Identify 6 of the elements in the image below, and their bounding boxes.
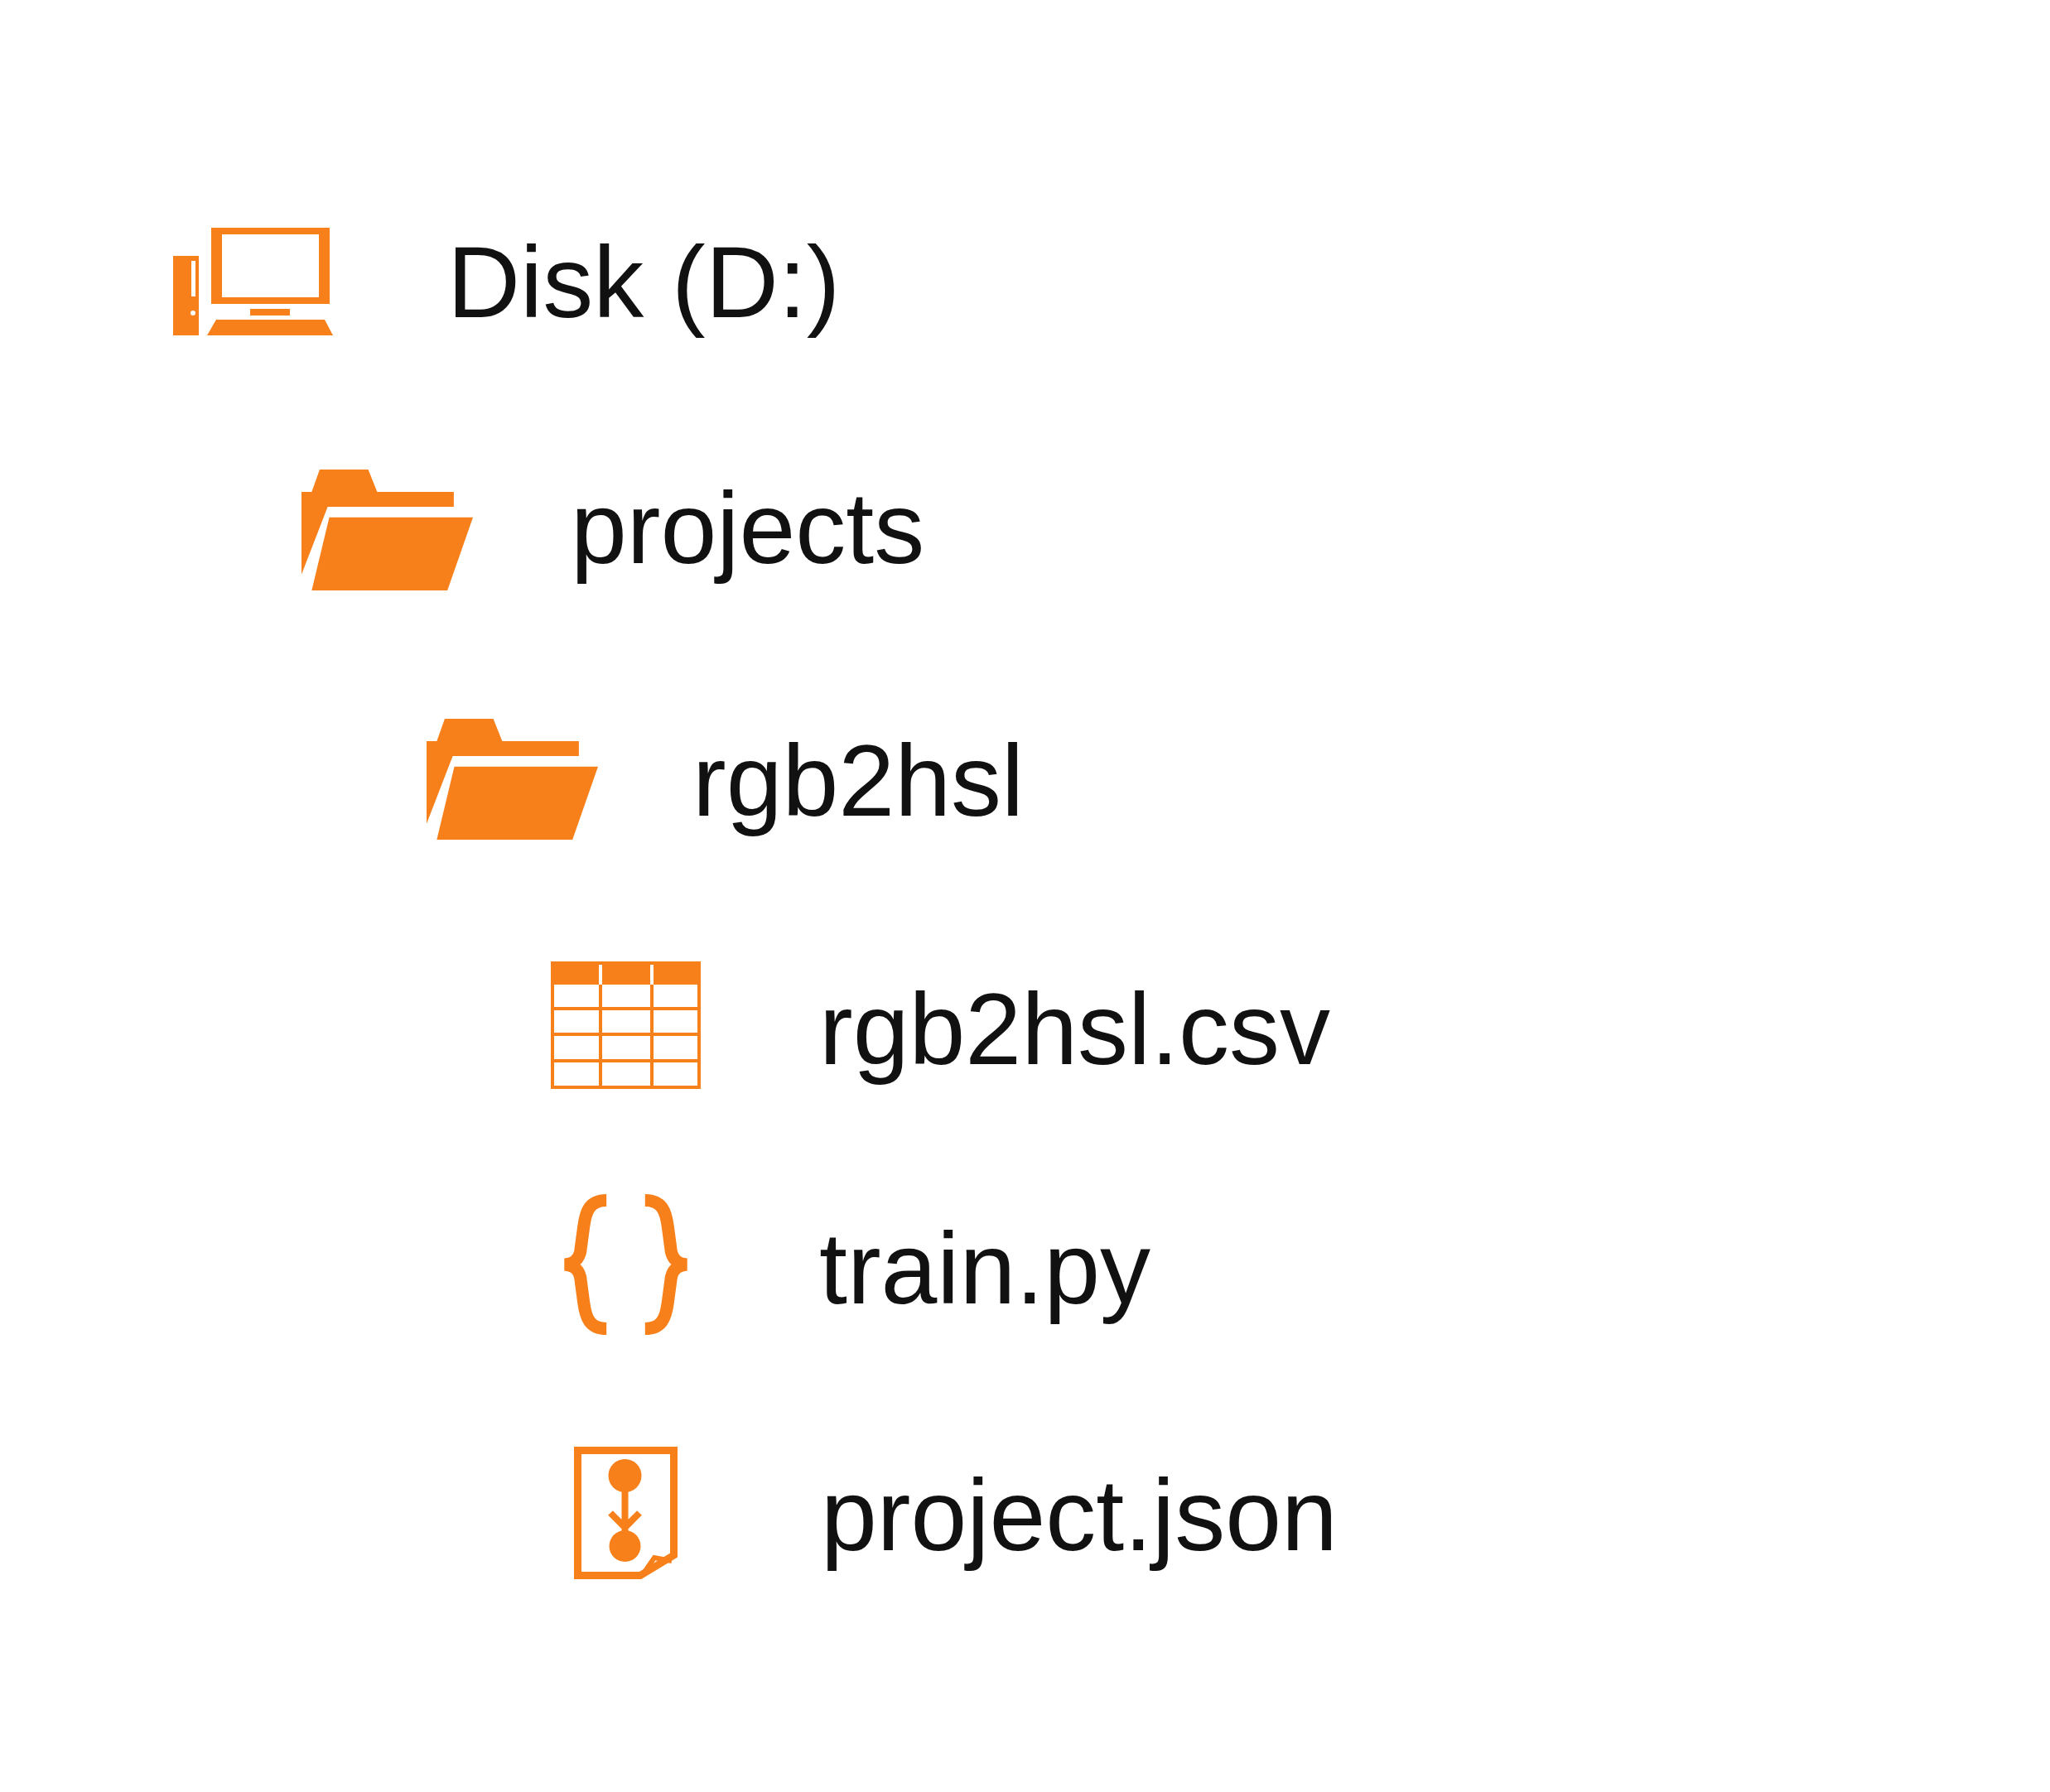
folder-name: projects (571, 471, 925, 586)
file-name: rgb2hsl.csv (819, 972, 1331, 1087)
file-name: train.py (819, 1212, 1151, 1327)
folder-name: rgb2hsl (692, 724, 1025, 839)
file-name: project.json (821, 1458, 1338, 1573)
drive-name: Disk (D:) (447, 225, 841, 340)
